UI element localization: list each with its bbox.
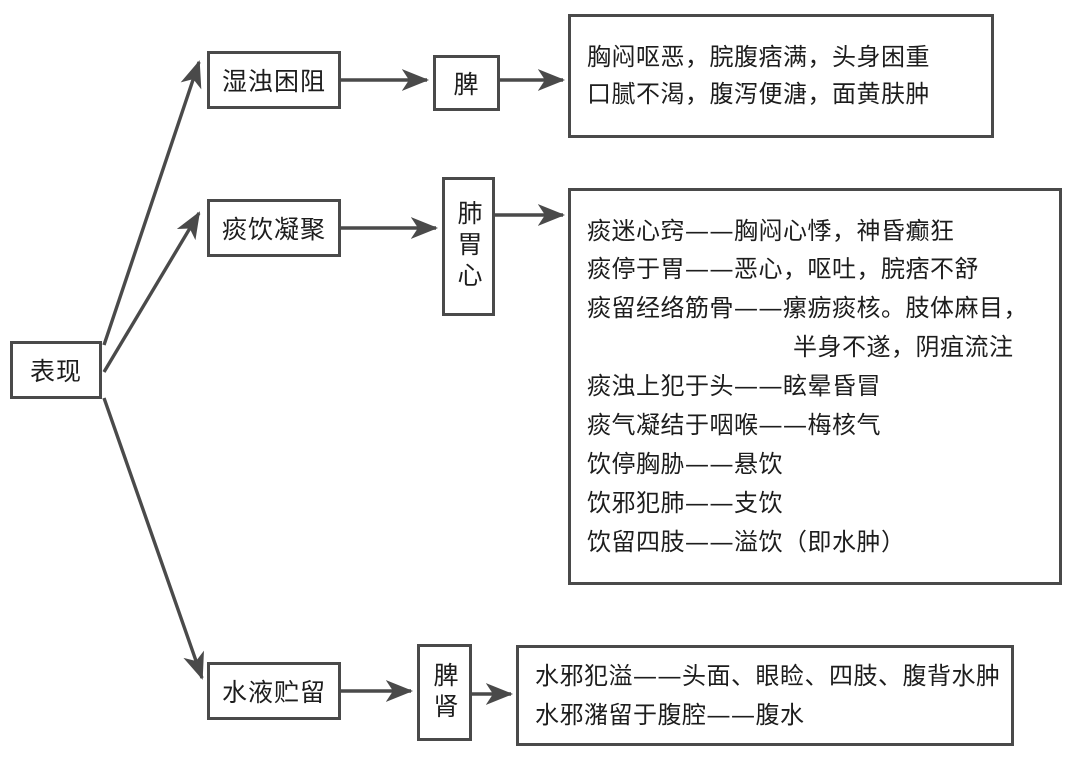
detail-line: 饮留四肢——溢饮（即水肿） [587,527,906,556]
detail-line: 半身不遂，阴疽流注 [793,333,1014,362]
node-root[interactable]: 表现 [10,341,102,399]
detail-box-shuiye-zhuliu: 水邪犯溢——头面、眼睑、四肢、腹背水肿 水邪潴留于腹腔——腹水 [516,645,1014,746]
edge-root-to-branch-1 [102,60,202,346]
detail-line: 痰留经络筋骨——瘰疬痰核。肢体麻目， [587,294,1028,323]
edge-root-to-branch-3 [102,397,204,680]
detail-box-tanyin-ningju: 痰迷心窍——胸闷心悸，神昏癫狂 痰停于胃——恶心，呕吐，脘痞不舒 痰留经络筋骨—… [568,188,1062,585]
node-branch-shizhuo-kunzu[interactable]: 湿浊困阻 [207,51,341,109]
node-branch-tanyin-ningju[interactable]: 痰饮凝聚 [207,199,341,257]
detail-line: 痰气凝结于咽喉——梅核气 [587,410,881,439]
detail-line: 饮邪犯肺——支饮 [587,488,783,517]
detail-line: 饮停胸胁——悬饮 [587,449,783,478]
node-organ-pi[interactable]: 脾 [433,55,500,111]
detail-line: 痰迷心窍——胸闷心悸，神昏癫狂 [587,216,955,245]
detail-line: 痰停于胃——恶心，呕吐，脘痞不舒 [587,255,979,284]
detail-line: 痰浊上犯于头——眩晕昏冒 [587,372,881,401]
detail-box-shizhuo-kunzu: 胸闷呕恶，脘腹痞满，头身困重 口腻不渴，腹泻便溏，面黄肤肿 [568,14,994,138]
detail-line: 水邪潴留于腹腔——腹水 [535,700,805,729]
node-organ-fei-wei-xin[interactable]: 肺胃心 [442,177,495,316]
detail-line: 口腻不渴，腹泻便溏，面黄肤肿 [587,80,930,108]
edge-root-to-branch-2 [102,211,201,373]
node-organ-pi-shen[interactable]: 脾肾 [417,644,472,741]
node-branch-shuiye-zhuliu[interactable]: 水液贮留 [207,662,341,720]
detail-line: 水邪犯溢——头面、眼睑、四肢、腹背水肿 [535,662,1001,691]
detail-line: 胸闷呕恶，脘腹痞满，头身困重 [587,42,930,71]
